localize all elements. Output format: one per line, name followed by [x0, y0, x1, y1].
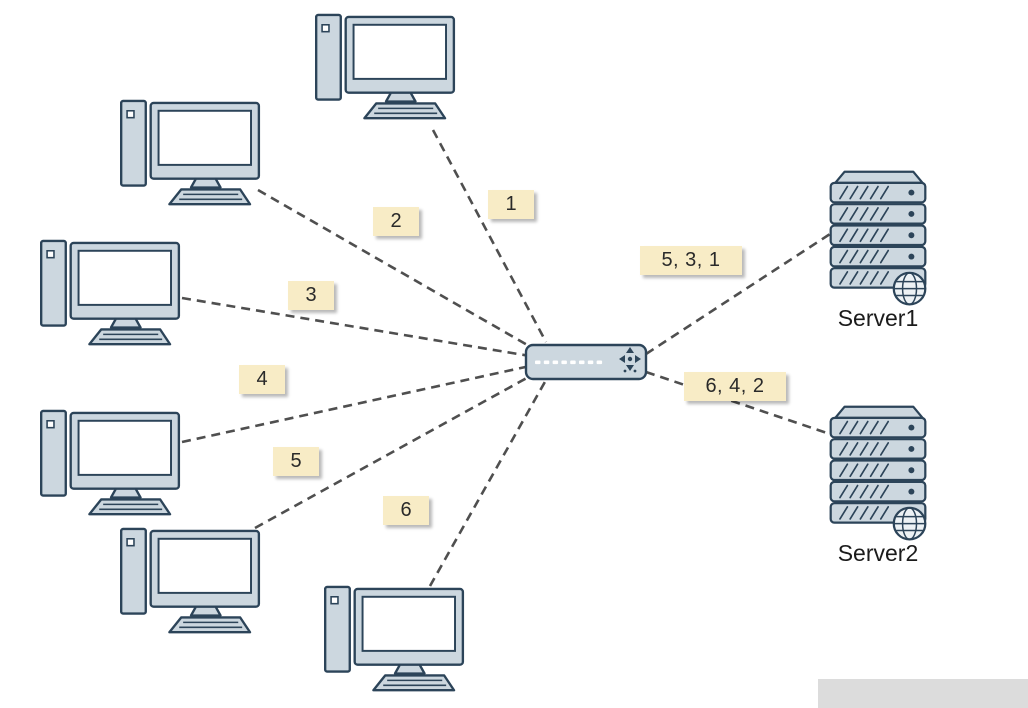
background-artifact — [818, 679, 1028, 708]
link-line-client-1 — [431, 129, 548, 343]
client-pc-3-icon — [39, 239, 181, 346]
server1-icon — [831, 172, 926, 305]
client-pc-6-icon — [323, 585, 465, 692]
server2-group: Server2 — [831, 407, 926, 566]
network-switch-icon — [524, 343, 648, 381]
client-pc-1-icon — [314, 13, 456, 120]
link-line-client-4 — [181, 364, 531, 444]
client-pc-2-icon — [119, 99, 261, 206]
link-label-server1: 5, 3, 1 — [640, 246, 742, 275]
link-label-2: 2 — [373, 207, 419, 236]
link-line-client-5 — [254, 372, 535, 530]
link-label-5: 5 — [273, 447, 319, 476]
client-pc-4-icon — [39, 409, 181, 516]
link-line-client-2 — [257, 188, 537, 352]
client-pc-5-icon — [119, 527, 261, 634]
link-line-client-6 — [428, 379, 548, 587]
server2-label: Server2 — [838, 540, 919, 566]
link-label-4: 4 — [239, 365, 285, 394]
link-label-6: 6 — [383, 496, 429, 525]
server2-icon — [831, 407, 926, 540]
link-label-1: 1 — [488, 190, 534, 219]
server1-label: Server1 — [838, 305, 919, 331]
link-line-client-3 — [181, 296, 531, 358]
link-line-server1 — [645, 232, 831, 356]
server1-group: Server1 — [831, 172, 926, 331]
link-label-3: 3 — [288, 281, 334, 310]
link-label-server2: 6, 4, 2 — [684, 372, 786, 401]
link-line-server2 — [645, 370, 831, 436]
